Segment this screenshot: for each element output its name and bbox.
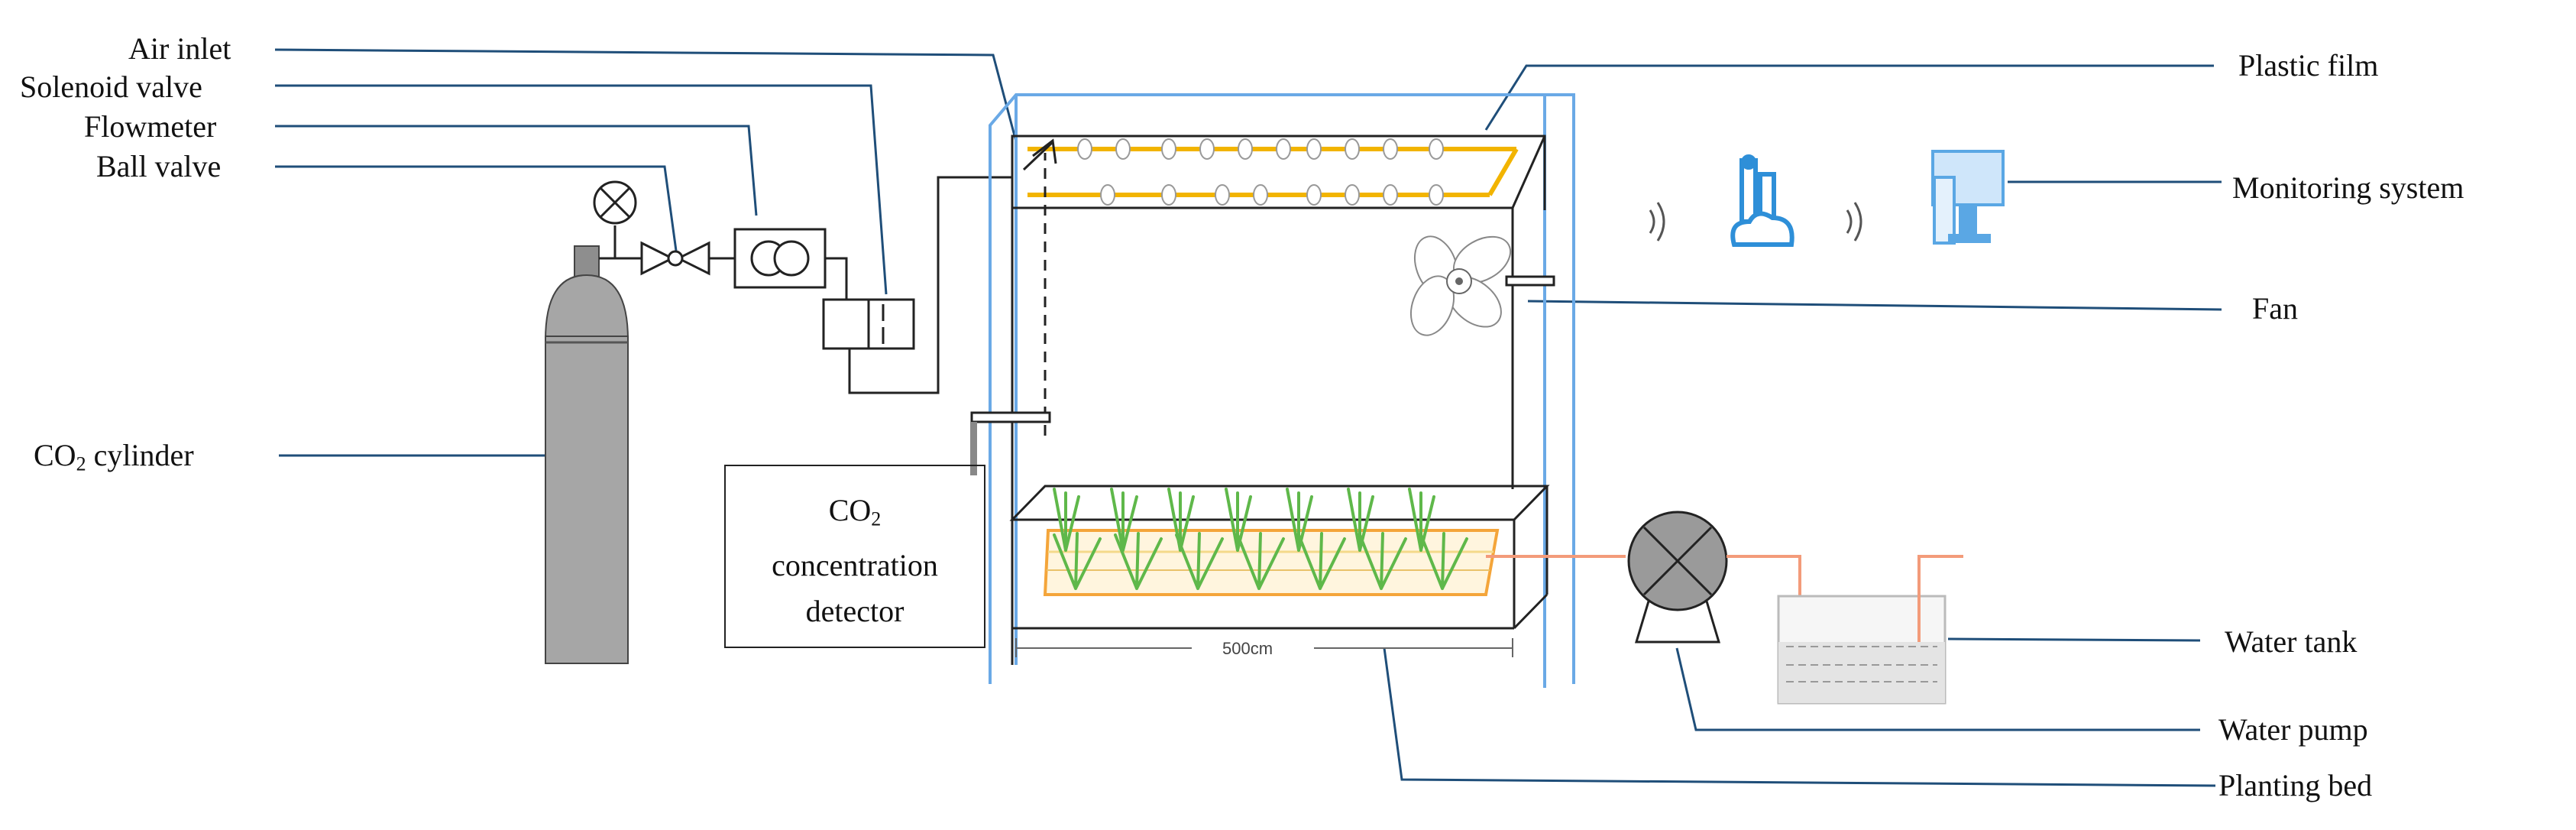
- label-fan: Fan: [2252, 291, 2298, 326]
- planting-bed-box: [1009, 485, 1550, 630]
- flowmeter-icon: [733, 228, 827, 289]
- leader-solenoid-valve: [275, 84, 888, 295]
- label-monitoring-system: Monitoring system: [2232, 170, 2464, 205]
- leader-water-pump: [1675, 647, 2200, 731]
- leader-planting-bed: [1383, 647, 2216, 787]
- wifi-signal-icon-left: [1649, 202, 1665, 242]
- co2-detector-box: CO2 concentration detector: [724, 465, 985, 648]
- label-flowmeter: Flowmeter: [84, 109, 217, 144]
- leader-lines: [274, 48, 2222, 787]
- detector-probe: [970, 411, 1051, 475]
- solenoid-valve-icon: [822, 298, 915, 350]
- label-planting-bed: Planting bed: [2218, 768, 2373, 802]
- plastic-film-enclosure: [989, 93, 1575, 688]
- dimension-line: [1015, 638, 1513, 657]
- air-inlet-arrow: [1022, 138, 1057, 436]
- water-pump-icon: [1627, 511, 1728, 644]
- ball-valve-icon: [640, 241, 735, 276]
- label-co2-cylinder-rest: cylinder: [86, 438, 194, 472]
- pipe-solenoid-chamber: [848, 176, 1011, 394]
- fan-mount: [1505, 275, 1555, 287]
- leader-fan: [1527, 300, 2222, 311]
- wifi-signal-icon-right: [1846, 202, 1862, 242]
- label-co2-cylinder-co: CO: [34, 438, 76, 472]
- fan-icon: [1409, 235, 1511, 336]
- dimension-label: 500cm: [1222, 639, 1273, 658]
- water-tank-icon: [1777, 555, 1963, 705]
- computer-monitor-icon: [1931, 150, 2005, 245]
- label-water-pump: Water pump: [2218, 712, 2368, 747]
- label-air-inlet: Air inlet: [128, 31, 231, 66]
- label-co2-cylinder: CO2 cylinder: [34, 440, 194, 475]
- label-ball-valve: Ball valve: [96, 149, 222, 183]
- co2-cylinder: [544, 245, 629, 664]
- cloud-sensor-icon: [1730, 154, 1794, 247]
- pipe-flowmeter-solenoid: [825, 257, 848, 300]
- label-water-tank: Water tank: [2225, 624, 2358, 659]
- cylinder-valve-assembly: [593, 180, 642, 260]
- leader-ball-valve: [275, 165, 678, 251]
- label-plastic-film: Plastic film: [2238, 48, 2379, 83]
- seedlings: [1053, 488, 1468, 590]
- detector-line-3: detector: [805, 593, 905, 628]
- leader-plastic-film: [1484, 64, 2214, 131]
- label-solenoid-valve: Solenoid valve: [20, 70, 202, 104]
- leader-water-tank: [1947, 637, 2201, 642]
- detector-co: CO: [828, 493, 872, 527]
- detector-line-1: CO2: [726, 488, 984, 543]
- gas-distribution-pipe: [1027, 138, 1519, 206]
- label-co2-cylinder-subscript: 2: [76, 452, 86, 475]
- leader-air-inlet: [274, 48, 1018, 142]
- detector-subscript: 2: [871, 507, 882, 530]
- detector-line-2: concentration: [772, 547, 938, 582]
- leader-flowmeter: [275, 125, 758, 216]
